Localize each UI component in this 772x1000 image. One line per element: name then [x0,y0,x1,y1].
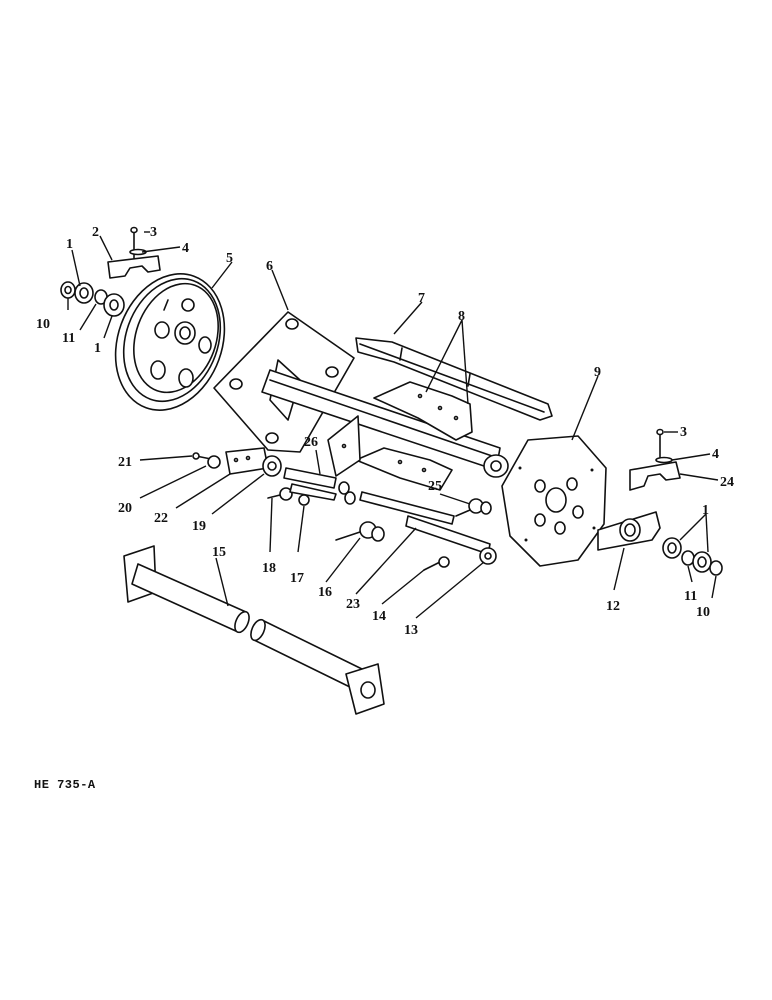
label-4-left: 4 [182,241,189,256]
label-10-left: 10 [36,317,50,332]
label-3-right: 3 [680,425,687,440]
label-1-left-top: 1 [66,237,73,252]
right-lock-collar-11 [681,550,695,566]
nut-17 [298,494,310,506]
label-26: 26 [304,435,318,450]
right-bearing-1-inner [662,537,682,559]
label-5: 5 [226,251,233,266]
label-23: 23 [346,597,360,612]
label-3-left: 3 [150,225,157,240]
label-6: 6 [266,259,273,274]
label-20: 20 [118,501,132,516]
label-4-right: 4 [712,447,719,462]
top-beam-7 [355,337,553,421]
figure-caption: HE 735-A [34,778,96,792]
label-19: 19 [192,519,206,534]
label-14: 14 [372,609,386,624]
label-16: 16 [318,585,332,600]
label-12: 12 [606,599,620,614]
label-1-left-bottom: 1 [94,341,101,356]
right-washer-4 [655,456,673,464]
label-7: 7 [418,291,425,306]
bolt-14 [423,556,450,571]
right-bearing-1-outer [692,551,712,573]
fitting-25 [455,498,492,517]
left-washer-10 [60,281,76,299]
label-21: 21 [118,455,132,470]
gusset-left [327,415,361,477]
label-9: 9 [594,365,601,380]
gusset-8-lower [355,447,453,491]
label-13: 13 [404,623,418,638]
label-18: 18 [262,561,276,576]
label-2: 2 [92,225,99,240]
right-bracket-24 [629,461,681,491]
label-1-right: 1 [702,503,709,518]
label-8: 8 [458,309,465,324]
label-24: 24 [720,475,734,490]
plate-22 [225,447,269,475]
left-bracket-2 [107,255,161,279]
leader-lines [67,231,719,619]
label-11-right: 11 [684,589,697,604]
pulley-5 [114,273,226,411]
collar-13 [479,547,497,565]
bushing-16 [335,521,385,542]
label-11-left: 11 [62,331,75,346]
left-bearing-1-inner [103,293,125,317]
bolt-18 [267,487,293,501]
label-17: 17 [290,571,304,586]
right-washer-10 [709,560,723,576]
tube-15 [123,545,385,715]
label-10-right: 10 [696,605,710,620]
bearing-housing-12 [597,511,661,551]
rod-26 [283,467,356,505]
end-plate-9 [501,435,607,567]
label-25: 25 [428,479,442,494]
gusset-8-upper [373,381,473,441]
bearing-19 [262,455,282,477]
hub-right [483,454,509,478]
left-bearing-1-outer [74,282,94,304]
label-15: 15 [212,545,226,560]
part-labels: 1 2 3 4 5 6 7 8 9 10 11 1 3 4 24 1 12 11… [36,225,734,638]
nut-20 [207,455,221,469]
shaft-upper [359,491,455,525]
label-22: 22 [154,511,168,526]
